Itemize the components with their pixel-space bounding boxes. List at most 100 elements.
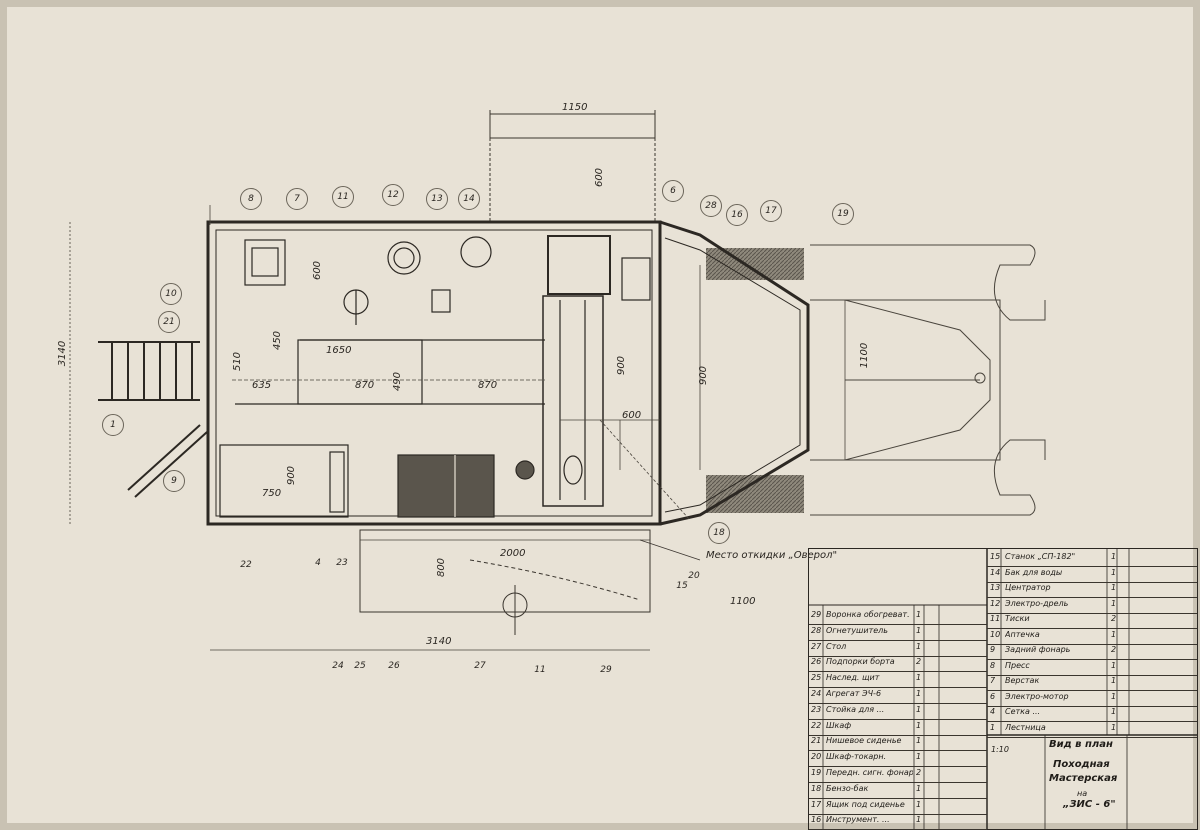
spec-cell-n: 6 <box>990 691 996 701</box>
spec-cell-q: 1 <box>1111 691 1117 701</box>
spec-cell-q: 1 <box>916 704 922 714</box>
dim-600-left: 600 <box>312 260 324 281</box>
dimension-lines <box>69 205 846 651</box>
truck-cab-outline <box>810 244 1046 516</box>
spec-cell-n: 25 <box>811 673 822 683</box>
spec-cell-n: 22 <box>811 720 822 730</box>
callout-11: 11 <box>332 186 354 208</box>
callout-16: 16 <box>726 204 748 226</box>
spec-cell-n: 20 <box>811 752 822 762</box>
spec-cell-q: 1 <box>916 720 922 730</box>
spec-cell-name: Бензо-бак <box>826 783 869 793</box>
spec-cell-n: 26 <box>811 657 822 667</box>
spec-cell-name: Огнетушитель <box>826 625 888 635</box>
callout-14: 14 <box>458 188 480 210</box>
spec-cell-n: 12 <box>990 598 1001 608</box>
spec-cell-name: Пресс <box>1005 660 1030 670</box>
dim-600-mid: 600 <box>622 410 642 421</box>
callout-24: 24 <box>332 661 344 671</box>
callout-8: 8 <box>240 188 262 210</box>
spec-cell-n: 21 <box>811 736 822 746</box>
spec-cell-name: Инструмент. ... <box>826 815 890 825</box>
callout-9: 9 <box>163 470 185 492</box>
spec-cell-n: 29 <box>811 610 822 619</box>
dim-900-b: 900 <box>698 365 710 386</box>
callout-15: 15 <box>676 581 688 591</box>
spec-cell-name: Шкаф-токарн. <box>826 752 887 762</box>
dim-490: 490 <box>392 371 404 392</box>
spec-cell-name: Подпорки борта <box>826 657 895 667</box>
spec-cell-n: 28 <box>811 625 822 635</box>
spec-cell-n: 18 <box>811 783 822 793</box>
callout-6: 6 <box>662 180 684 202</box>
dim-900-low: 900 <box>286 465 298 486</box>
spec-cell-n: 16 <box>811 815 822 825</box>
spec-cell-q: 1 <box>916 641 922 651</box>
spec-cell-name: Передн. сигн. фонарь <box>826 768 913 777</box>
callout-1: 1 <box>102 414 124 436</box>
spec-cell-q: 1 <box>916 610 922 619</box>
spec-row-left: 29 Воронка обогреват. 1 <box>809 607 987 625</box>
spec-cell-name: Задний фонарь <box>1005 645 1071 654</box>
spec-cell-n: 1 <box>990 722 996 732</box>
spec-cell-n: 9 <box>990 645 996 654</box>
dim-635: 635 <box>252 380 272 391</box>
spec-cell-name: Сетка ... <box>1005 707 1041 716</box>
spec-cell-name: Тиски <box>1005 614 1030 623</box>
callout-17: 17 <box>760 200 782 222</box>
callout-11-b: 11 <box>534 665 546 675</box>
callout-25: 25 <box>354 661 366 671</box>
callout-26: 26 <box>388 661 400 671</box>
spec-row-left: 22 Шкаф 1 <box>809 718 987 736</box>
spec-cell-name: Воронка обогреват. <box>826 610 910 619</box>
workshop-body-walls <box>206 220 810 526</box>
spec-cell-n: 7 <box>990 676 996 685</box>
spec-cell-q: 1 <box>1111 676 1117 685</box>
spec-cell-q: 1 <box>1111 567 1117 577</box>
spec-cell-q: 1 <box>1111 598 1117 608</box>
callout-22: 22 <box>240 560 252 570</box>
spec-cell-n: 14 <box>990 567 1001 577</box>
callout-7: 7 <box>286 188 308 210</box>
spec-cell-q: 1 <box>916 689 922 698</box>
callout-4: 4 <box>315 558 321 568</box>
callout-20: 20 <box>688 571 700 581</box>
spec-cell-name: Центратор <box>1005 583 1051 592</box>
spec-cell-q: 1 <box>916 783 922 793</box>
callout-10: 10 <box>160 283 182 305</box>
spec-cell-q: 2 <box>916 657 922 667</box>
spec-cell-q: 1 <box>1111 583 1117 592</box>
callout-23: 23 <box>336 558 348 568</box>
callout-12: 12 <box>382 184 404 206</box>
dim-3140-left: 3140 <box>57 340 69 367</box>
spec-cell-q: 1 <box>1111 707 1117 716</box>
callout-29: 29 <box>600 665 612 675</box>
spec-cell-name: Наслед. щит <box>826 673 880 683</box>
spec-cell-n: 15 <box>990 552 1001 561</box>
dim-1100-right: 1100 <box>859 342 871 369</box>
spec-cell-q: 1 <box>916 625 922 635</box>
dim-1650: 1650 <box>326 345 352 356</box>
title-line-3: на <box>1077 789 1088 798</box>
spec-cell-n: 23 <box>811 704 822 714</box>
spec-cell-name: Аптечка <box>1005 629 1040 639</box>
ladder <box>98 341 208 498</box>
spec-cell-name: Шкаф <box>826 720 852 730</box>
spec-cell-name: Лестница <box>1005 722 1046 732</box>
spec-cell-n: 24 <box>811 689 822 698</box>
